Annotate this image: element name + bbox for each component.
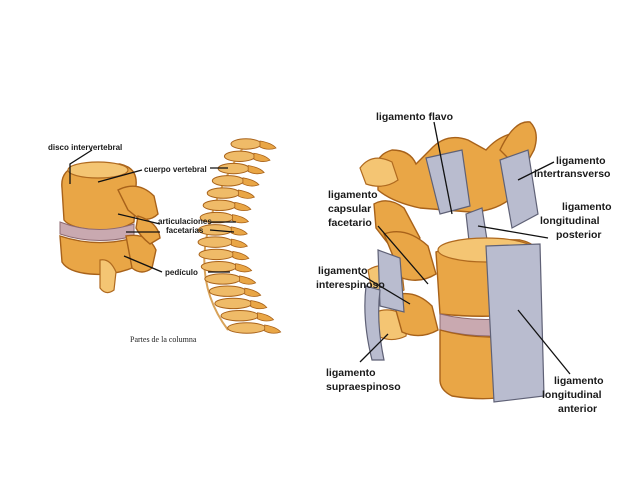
spine-spinous-process <box>244 287 262 297</box>
spine-spinous-process <box>235 263 253 273</box>
spine-spinous-process <box>264 324 282 334</box>
label-anterior-2: longitudinal <box>542 389 602 401</box>
label-posterior-1: ligamento <box>562 201 612 213</box>
spine-spinous-process <box>257 312 275 322</box>
intertransverse-ligament-shape <box>499 149 539 229</box>
label-capsular-1: ligamento <box>328 189 378 201</box>
spine-spinous-process <box>234 201 252 211</box>
spine-spinous-process <box>239 275 257 285</box>
leader-lines <box>69 121 571 375</box>
spine-spinous-process <box>259 140 277 150</box>
label-supraespinoso-1: ligamento <box>326 367 376 379</box>
spine-spinous-process <box>242 177 260 187</box>
spine-vertebra-segment <box>220 310 259 322</box>
label-articulaciones: articulaciones <box>158 217 212 226</box>
label-interespinoso-2: interespinoso <box>316 279 385 291</box>
label-intertransverso-1: ligamento <box>556 155 606 167</box>
supraspinous-ligament-shape <box>364 285 385 361</box>
anterior-longitudinal-ligament-shape <box>485 243 545 403</box>
spine-vertebra-segment <box>230 138 262 150</box>
label-facetarias: facetarias <box>166 226 204 235</box>
spine-vertebra-segment <box>206 187 240 199</box>
ligaments-illustration <box>359 121 545 403</box>
label-anterior-1: ligamento <box>554 375 604 387</box>
label-pediculo: pedículo <box>165 268 198 277</box>
spine-column-illustration <box>197 138 282 334</box>
label-capsular-2: capsular <box>328 203 371 215</box>
label-intertransverso-2: intertransverso <box>534 168 610 180</box>
spine-spinous-process <box>250 299 268 310</box>
label-ligamento-flavo: ligamento flavo <box>376 111 453 123</box>
caption-partes-columna: Partes de la columna <box>130 335 197 344</box>
spine-vertebra-segment <box>198 248 235 261</box>
spine-spinous-process <box>230 226 248 236</box>
label-posterior-2: longitudinal <box>540 215 600 227</box>
label-supraespinoso-2: supraespinoso <box>326 381 401 393</box>
spine-vertebra-segment <box>202 199 237 212</box>
spine-vertebra-segment <box>227 322 267 334</box>
spine-spinous-process <box>237 189 256 199</box>
label-capsular-3: facetario <box>328 217 372 229</box>
label-posterior-3: posterior <box>556 229 602 241</box>
label-anterior-3: anterior <box>558 403 597 415</box>
ligamentum-flavum-shape <box>425 149 471 215</box>
label-interespinoso-1: ligamento <box>318 265 368 277</box>
spine-spinous-process <box>253 152 271 162</box>
spine-vertebra-segment <box>214 297 253 310</box>
spine-spinous-process <box>232 250 250 261</box>
vertebra-illustration <box>59 161 161 294</box>
label-disco-intervertebral: disco intervertebral <box>48 143 122 152</box>
label-cuerpo-vertebral: cuerpo vertebral <box>144 165 207 174</box>
spine-spinous-process <box>230 238 248 248</box>
spine-vertebra-segment <box>208 285 247 297</box>
spine-vertebra-segment <box>200 260 238 273</box>
spine-vertebra-segment <box>223 150 256 162</box>
spine-spinous-process <box>247 165 265 175</box>
spine-vertebra-segment <box>204 273 242 285</box>
spine-vertebra-segment <box>197 236 233 248</box>
spine-vertebra-segment <box>211 175 245 187</box>
